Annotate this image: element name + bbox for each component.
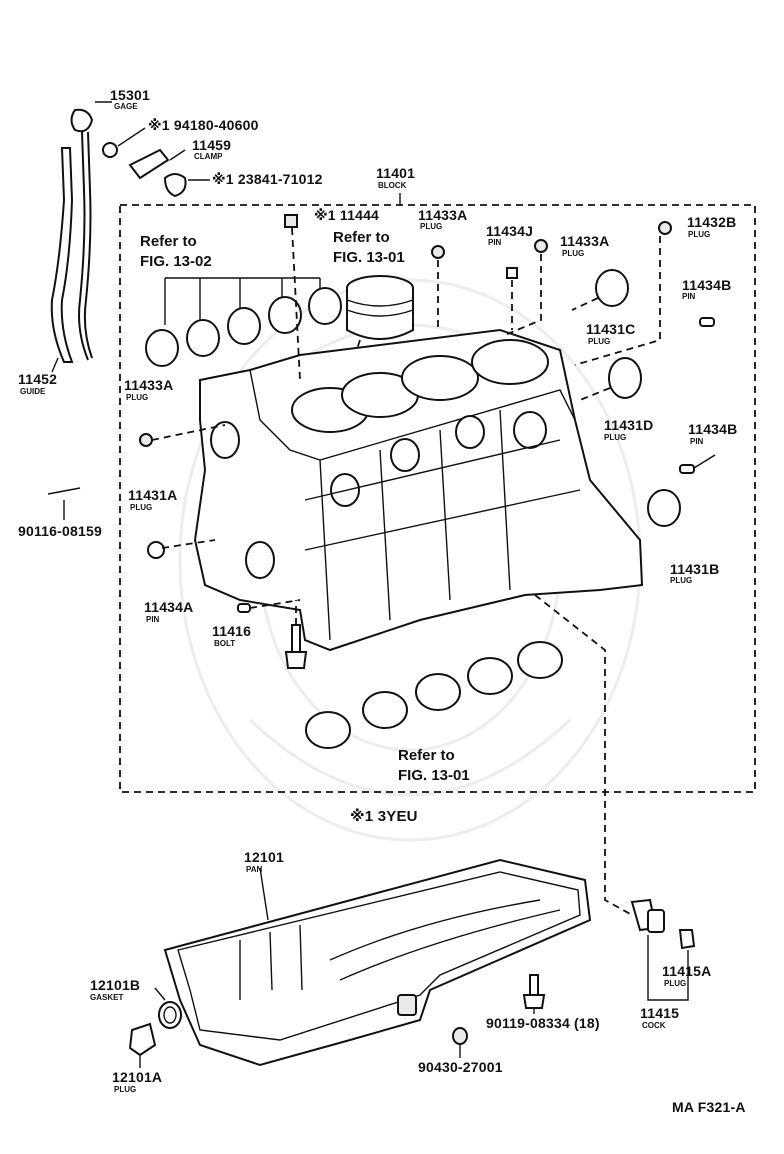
label-gasket-number: 12101B <box>90 977 141 993</box>
label-gage-ref: ※1 94180-40600 <box>148 117 259 133</box>
label-plug-11431a-name: PLUG <box>130 503 153 512</box>
label-pin-11434j-name: PIN <box>488 238 502 247</box>
label-pin-11434b-mid: 11434B <box>688 421 738 437</box>
label-bolt-name: BOLT <box>214 639 236 648</box>
cock-group <box>630 898 696 1001</box>
engine-block <box>193 328 644 652</box>
label-part-90119: 90119-08334 (18) <box>486 1015 600 1031</box>
label-plug-11432b-name: PLUG <box>688 230 711 239</box>
label-plug-11433a-top: 11433A <box>418 207 468 223</box>
label-bolt-number: 11416 <box>212 623 252 639</box>
label-plug-11433a-top-name: PLUG <box>420 222 443 231</box>
piston <box>339 275 414 401</box>
label-plug-11433a-right-name: PLUG <box>562 249 585 258</box>
figure-id: MA F321-A <box>672 1099 746 1115</box>
clamp-group <box>102 127 210 198</box>
label-plug-11431d-name: PLUG <box>604 433 627 442</box>
footnote-3yeu: ※1 3YEU <box>350 808 418 825</box>
label-plug-11433a-left-name: PLUG <box>126 393 149 402</box>
label-guide-name: GUIDE <box>20 387 46 396</box>
label-cock-name: COCK <box>642 1021 666 1030</box>
label-pin-11434a: 11434A <box>144 599 194 615</box>
refer-fig-13-01-bottom: Refer to FIG. 13-01 <box>398 746 470 786</box>
label-cock-number: 11415 <box>640 1005 680 1021</box>
label-block-name: BLOCK <box>378 181 407 190</box>
label-pin-11434a-name: PIN <box>146 615 160 624</box>
label-plug-11431c: 11431C <box>586 321 636 337</box>
refer-fig-13-02-line1: Refer to <box>140 233 197 250</box>
label-part-90430: 90430-27001 <box>418 1059 503 1075</box>
label-clamp-ref: ※1 23841-71012 <box>212 171 323 187</box>
label-plug-12101a: 12101A <box>112 1069 163 1085</box>
label-block-number: 11401 <box>376 165 416 181</box>
refer-fig-13-01-top: Refer to FIG. 13-01 <box>333 228 405 268</box>
bearings-lower <box>305 641 563 749</box>
label-plug-12101a-name: PLUG <box>114 1085 137 1094</box>
refer-fig-13-01-top-line2: FIG. 13-01 <box>333 249 405 266</box>
block-boundary <box>119 204 756 793</box>
label-plug-11431c-name: PLUG <box>588 337 611 346</box>
bearings-upper <box>145 277 342 367</box>
label-plug-11432b: 11432B <box>687 214 737 230</box>
label-plug-11433a-right: 11433A <box>560 233 610 249</box>
label-guide-number: 11452 <box>18 371 58 387</box>
drain-plug-group <box>128 987 182 1068</box>
label-plug-11444: ※1 11444 <box>314 207 380 223</box>
label-gasket-name: GASKET <box>90 993 124 1002</box>
label-plug-11431b: 11431B <box>670 561 720 577</box>
dipstick-group <box>50 101 112 373</box>
oil-pan <box>163 858 592 1067</box>
label-part-90116: 90116-08159 <box>18 523 102 539</box>
label-plug-11431a: 11431A <box>128 487 178 503</box>
cock-leader <box>534 594 633 916</box>
label-pan-number: 12101 <box>244 849 284 865</box>
label-pan-name: PAN <box>246 865 263 874</box>
label-plug-11415a-name: PLUG <box>664 979 687 988</box>
label-clamp-name: CLAMP <box>194 152 223 161</box>
label-plug-11433a-left: 11433A <box>124 377 174 393</box>
refer-fig-13-01-bottom-line1: Refer to <box>398 747 455 764</box>
label-gage-name: GAGE <box>114 102 138 111</box>
label-gage-number: 15301 <box>110 87 150 103</box>
refer-fig-13-01-top-line1: Refer to <box>333 229 390 246</box>
label-pin-11434b-mid-name: PIN <box>690 437 704 446</box>
label-pin-11434b-top-name: PIN <box>682 292 696 301</box>
refer-fig-13-02-line2: FIG. 13-02 <box>140 253 212 270</box>
label-plug-11415a: 11415A <box>662 963 712 979</box>
block-fittings <box>47 214 716 669</box>
label-clamp-number: 11459 <box>192 137 232 153</box>
label-pin-11434b-top: 11434B <box>682 277 732 293</box>
pan-bolts <box>452 974 546 1058</box>
refer-fig-13-01-bottom-line2: FIG. 13-01 <box>398 767 470 784</box>
label-plug-11431b-name: PLUG <box>670 576 693 585</box>
label-pin-11434j: 11434J <box>486 223 534 239</box>
refer-fig-13-02: Refer to FIG. 13-02 <box>140 232 212 272</box>
label-plug-11431d: 11431D <box>604 417 654 433</box>
